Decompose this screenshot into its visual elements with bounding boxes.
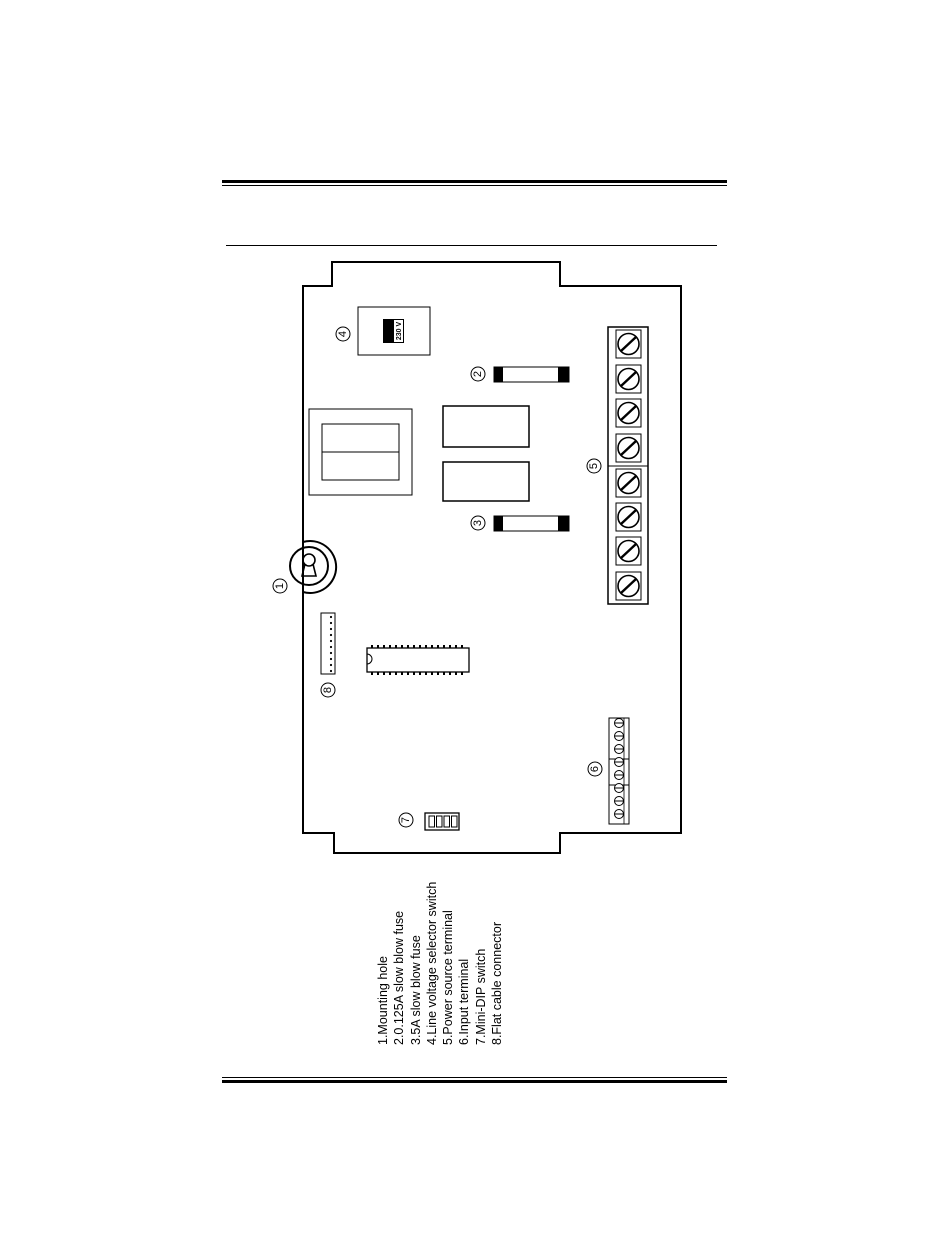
connector-pin [330, 628, 332, 630]
dip-slot [452, 816, 458, 827]
connector-pin [330, 634, 332, 636]
terminal-screw [616, 434, 641, 462]
fuse-0125a [494, 367, 569, 382]
callout-2: 2 [471, 367, 485, 381]
connector-pin [330, 652, 332, 654]
terminal-screw [616, 365, 641, 393]
callout-3: 3 [471, 516, 485, 530]
input-screw [615, 797, 624, 806]
callout-5-number: 5 [588, 463, 600, 469]
legend-item: 2.0.125A slow blow fuse [391, 875, 407, 1045]
line-voltage-selector-switch: 230 V [358, 307, 430, 355]
input-screw [615, 810, 624, 819]
callout-8: 8 [321, 683, 335, 697]
mini-dip-switch [425, 813, 459, 830]
input-screw [615, 758, 624, 767]
legend-item: 7.Mini-DIP switch [473, 875, 489, 1045]
callout-1: 1 [273, 579, 287, 593]
flat-cable-connector [321, 613, 335, 674]
callout-4-number: 4 [337, 331, 349, 337]
connector-pin [330, 664, 332, 666]
connector-pin [330, 616, 332, 618]
dip-slot [437, 816, 443, 827]
input-screw [615, 771, 624, 780]
terminal-screw [616, 469, 641, 497]
voltage-switch-label: 230 V [396, 322, 403, 341]
legend-item: 8.Flat cable connector [489, 875, 505, 1045]
terminal-screw [616, 399, 641, 427]
transformer [309, 409, 412, 495]
input-screw [615, 719, 624, 728]
legend-item: 5.Power source terminal [440, 875, 456, 1045]
terminal-screw [616, 503, 641, 531]
callout-1-number: 1 [274, 583, 286, 589]
terminal-screw [616, 537, 641, 565]
callout-7-number: 7 [400, 817, 412, 823]
legend-item: 1.Mounting hole [375, 875, 391, 1045]
parts-legend: 1.Mounting hole 2.0.125A slow blow fuse … [375, 875, 505, 1045]
terminal-screw [616, 572, 641, 600]
input-screw [615, 745, 624, 754]
input-terminal [609, 718, 629, 824]
callout-6: 6 [588, 762, 602, 776]
legend-item: 6.Input terminal [456, 875, 472, 1045]
relay-top [443, 406, 529, 447]
legend-item: 3.5A slow blow fuse [408, 875, 424, 1045]
input-screw [615, 784, 624, 793]
connector-pin [330, 670, 332, 672]
legend-item: 4.Line voltage selector switch [424, 875, 440, 1045]
input-screw [615, 732, 624, 741]
connector-pin [330, 622, 332, 624]
dip-slot [444, 816, 450, 827]
ic-chip [367, 645, 469, 675]
mounting-hole [290, 541, 336, 593]
callout-6-number: 6 [589, 766, 601, 772]
callout-8-number: 8 [322, 687, 334, 693]
dip-slot [429, 816, 435, 827]
relay-bottom [443, 462, 529, 501]
connector-pin [330, 646, 332, 648]
connector-pin [330, 640, 332, 642]
terminal-screw [616, 330, 641, 358]
callout-4: 4 [336, 327, 350, 341]
callout-7: 7 [399, 813, 413, 827]
connector-pin [330, 658, 332, 660]
fuse-5a [494, 516, 569, 531]
callout-3-number: 3 [472, 520, 484, 526]
callout-5: 5 [587, 459, 601, 473]
power-source-terminal [608, 327, 648, 604]
callout-2-number: 2 [472, 371, 484, 377]
